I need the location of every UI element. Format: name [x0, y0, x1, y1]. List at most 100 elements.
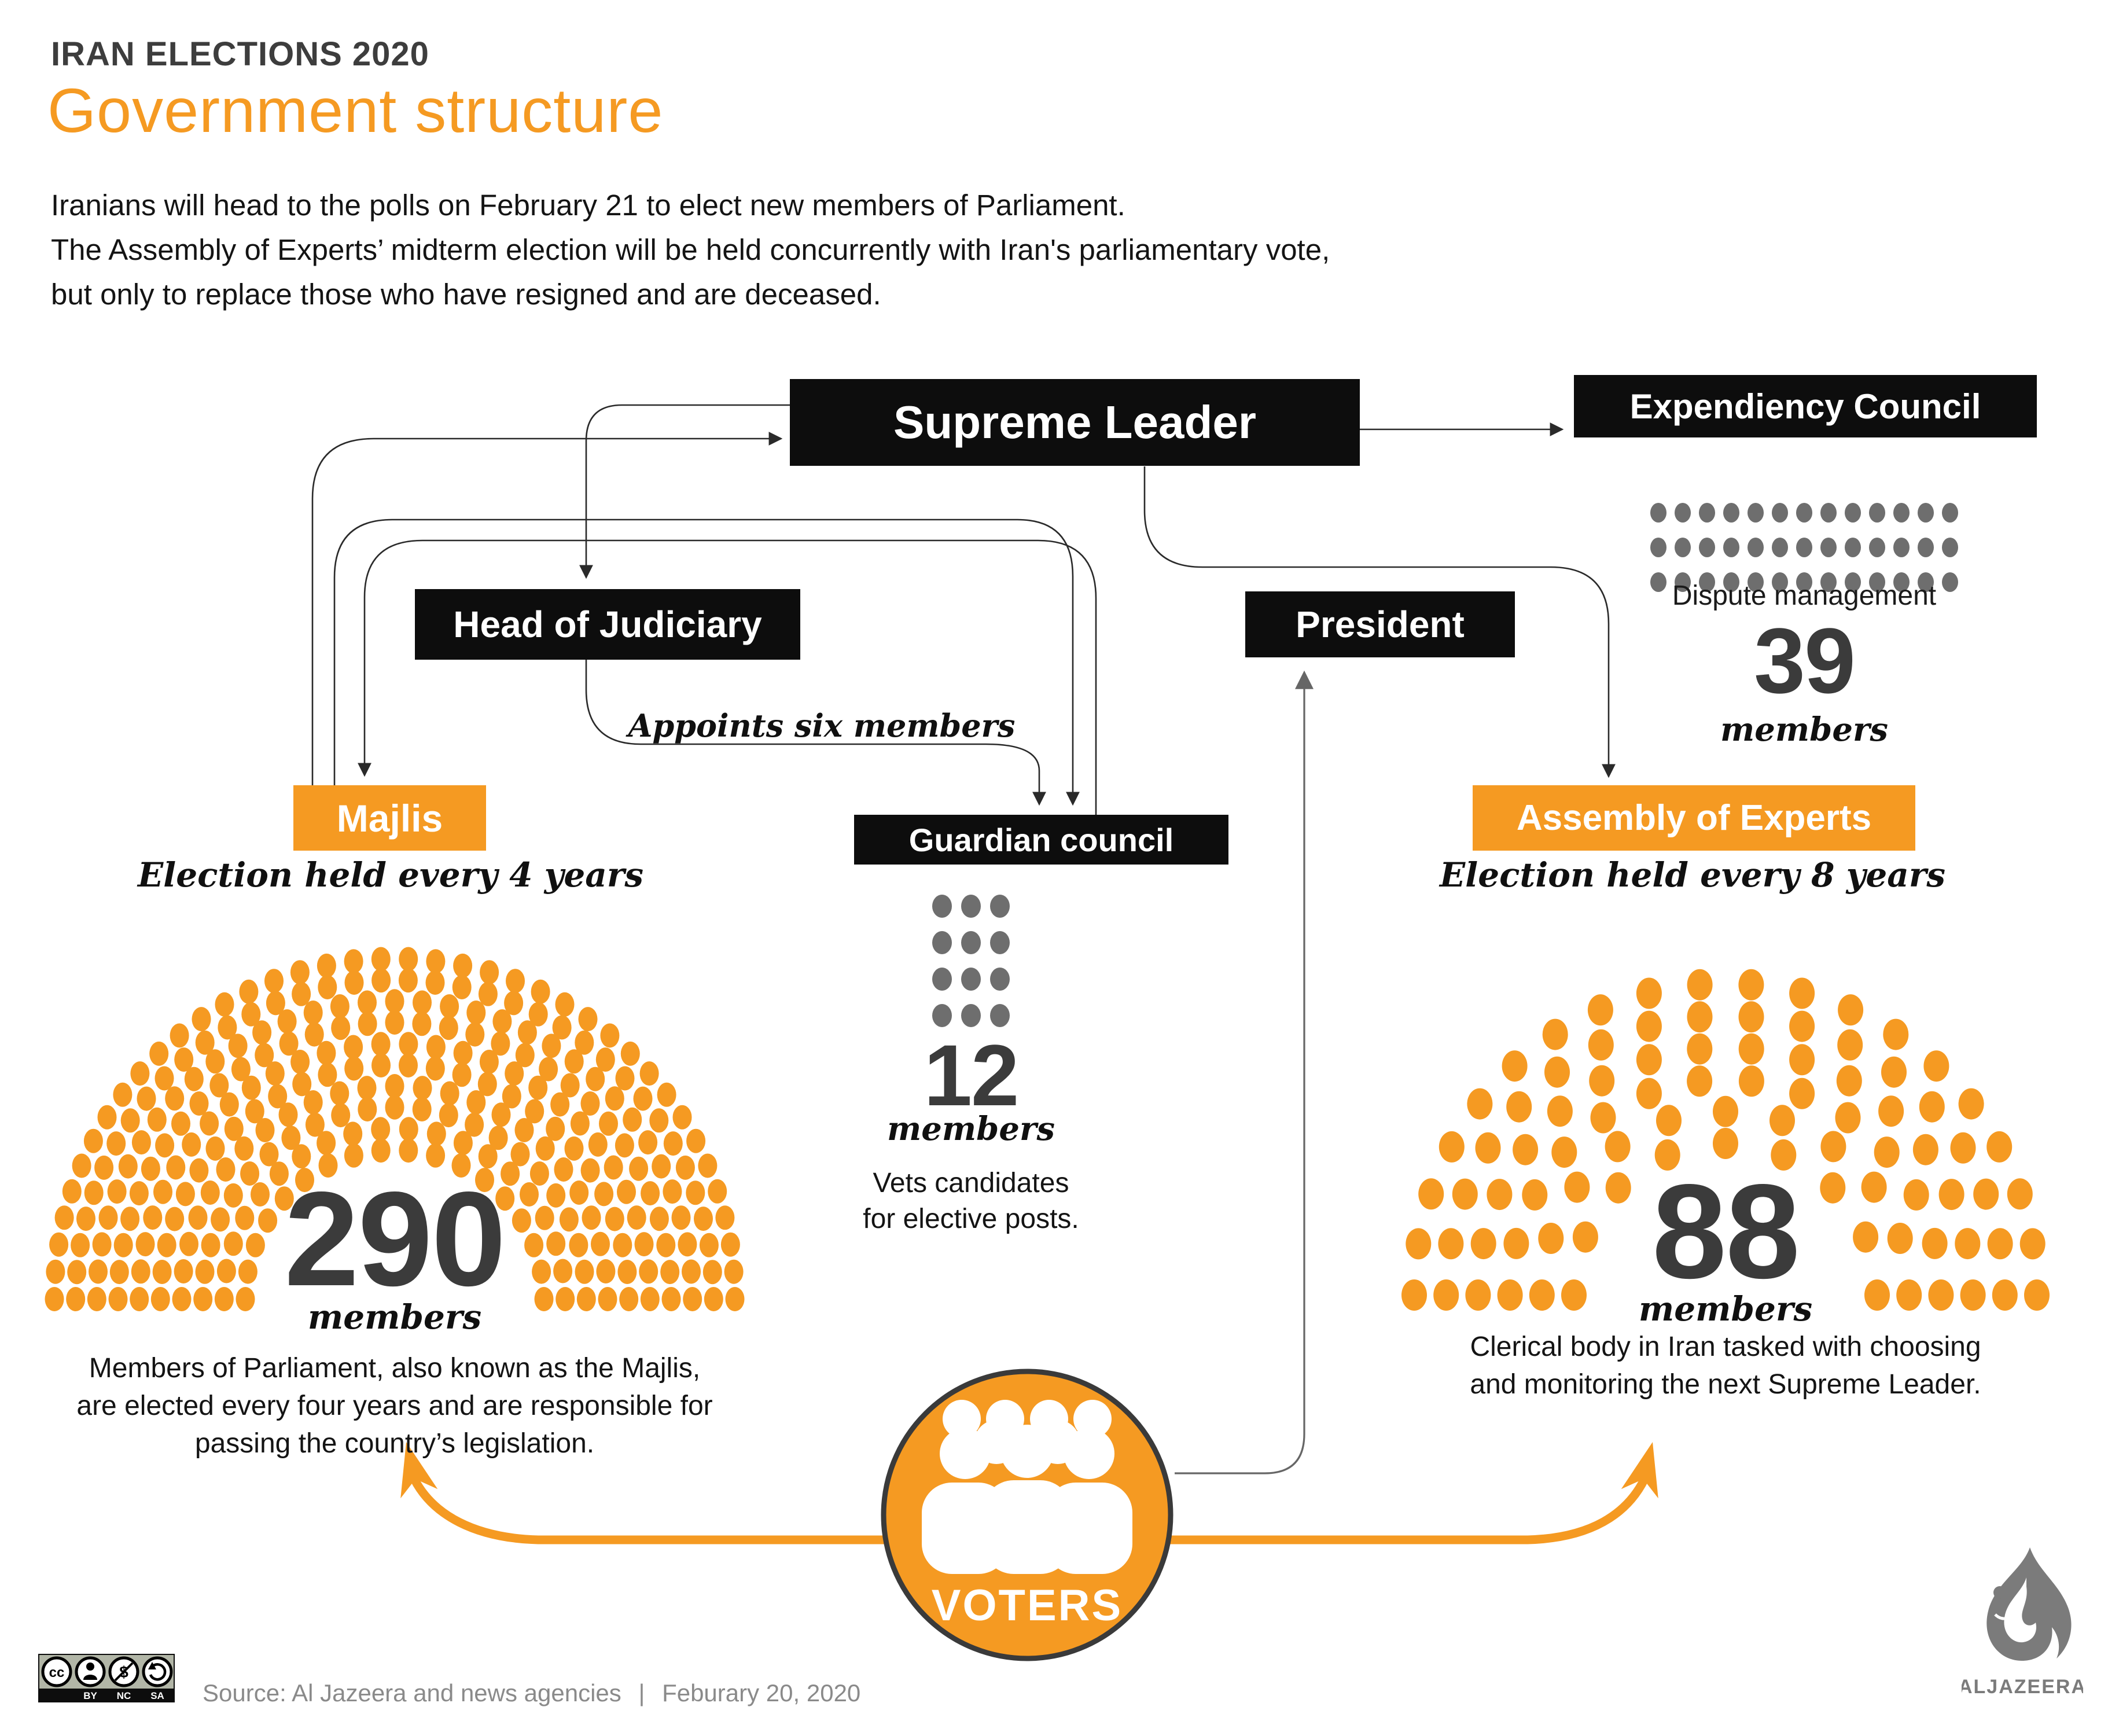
- majlis-seats-dot: [147, 1107, 167, 1132]
- majlis-seats-dot: [663, 1131, 683, 1156]
- majlis-seats-dot: [131, 1130, 151, 1155]
- expediency-seats-dot: [1796, 572, 1812, 592]
- majlis-seats-dot: [555, 1287, 575, 1311]
- expediency-seats-dot: [1699, 572, 1715, 592]
- majlis-seats-dot: [258, 1208, 278, 1233]
- expediency-seats-dot: [1699, 503, 1715, 523]
- majlis-seats-dot: [440, 994, 459, 1019]
- assembly-seats-dot: [1903, 1179, 1929, 1211]
- assembly-seats-dot: [1864, 1279, 1890, 1311]
- majlis-seats-dot: [165, 1207, 185, 1231]
- assembly-count: 88: [1651, 1157, 1800, 1307]
- cc-by-person-icon: [75, 1656, 106, 1687]
- expediency-count: 39: [1754, 609, 1856, 712]
- majlis-seats-dot: [174, 1047, 194, 1072]
- majlis-seats-dot: [166, 1155, 186, 1180]
- expediency-seats-dot: [1893, 503, 1910, 523]
- guardian-seats-dot: [961, 931, 981, 954]
- majlis-seats-dot: [532, 1259, 551, 1284]
- majlis-seats-dot: [98, 1205, 118, 1230]
- majlis-seats-dot: [649, 1108, 669, 1133]
- expediency-seats-dot: [1748, 538, 1764, 557]
- majlis-seats-dot: [399, 1117, 418, 1142]
- assembly-seats-dot: [1687, 1065, 1713, 1097]
- majlis-seats-dot: [238, 1259, 257, 1284]
- majlis-seats-dot: [569, 1180, 589, 1205]
- majlis-seats: [45, 947, 745, 1311]
- majlis-seats-dot: [157, 1233, 176, 1257]
- majlis-seats-dot: [92, 1232, 112, 1257]
- majlis-seats-dot: [358, 1097, 377, 1121]
- assembly-seats-dot: [1470, 1228, 1496, 1260]
- assembly-seats-dot: [1789, 1044, 1815, 1076]
- assembly-election-note: Election held every 8 years: [1439, 855, 1946, 895]
- majlis-seats-dot: [84, 1180, 104, 1205]
- majlis-seats-dot: [686, 1128, 706, 1153]
- majlis-seats-dot: [129, 1181, 149, 1206]
- edge-guardian-council-to-majlis: [358, 539, 1097, 815]
- expediency-seats-dot: [1918, 503, 1934, 523]
- majlis-seats-dot: [426, 949, 446, 974]
- expediency-seats-dot: [1796, 538, 1812, 557]
- assembly-seats-dot: [1835, 1102, 1861, 1134]
- majlis-seats-dot: [399, 1032, 418, 1057]
- majlis-seats-dot: [504, 991, 524, 1016]
- majlis-seats-dot: [165, 1086, 185, 1111]
- assembly-seats-dot: [1605, 1131, 1631, 1163]
- majlis-seats-dot: [189, 1158, 209, 1183]
- majlis-seats-dot: [627, 1205, 646, 1230]
- majlis-seats-dot: [205, 1049, 225, 1074]
- majlis-seats-dot: [528, 1075, 548, 1100]
- majlis-seats-dot: [724, 1259, 744, 1284]
- majlis-seats-dot: [268, 1084, 288, 1109]
- majlis-seats-dot: [317, 1040, 336, 1065]
- assembly-seats-dot: [1656, 1105, 1682, 1137]
- majlis-seats-dot: [216, 1259, 236, 1283]
- majlis-seats-dot: [113, 1082, 133, 1107]
- assembly-seats-dot: [1406, 1228, 1432, 1260]
- majlis-seats-dot: [725, 1287, 745, 1311]
- majlis-seats-dot: [495, 1186, 515, 1211]
- majlis-seats-dot: [535, 1136, 555, 1161]
- assembly-seats-dot: [1789, 1077, 1815, 1109]
- assembly-seats-dot: [1636, 1010, 1662, 1042]
- majlis-seats-dot: [704, 1287, 723, 1311]
- assembly-seats-dot: [1433, 1279, 1459, 1311]
- majlis-seats-dot: [76, 1207, 95, 1231]
- majlis-seats-dot: [531, 979, 550, 1004]
- expediency-seats-dot: [1893, 572, 1910, 592]
- majlis-count: 290: [284, 1164, 506, 1314]
- majlis-seats-dot: [399, 947, 418, 972]
- assembly-seats-dot: [1883, 1018, 1909, 1050]
- source-date: Feburary 20, 2020: [662, 1679, 861, 1706]
- majlis-seats-dot: [279, 1031, 299, 1056]
- assembly-seats-dot: [1938, 1179, 1964, 1211]
- majlis-seats-dot: [94, 1155, 114, 1180]
- assembly-seats-dot: [2024, 1279, 2050, 1311]
- majlis-seats-dot: [120, 1207, 140, 1231]
- majlis-seats-dot: [546, 1231, 566, 1256]
- edge-label-appoints-six-members: Appoints six members: [628, 707, 1016, 744]
- majlis-seats-dot: [255, 1118, 275, 1142]
- majlis-seats-dot: [671, 1205, 691, 1230]
- majlis-seats-dot: [201, 1233, 220, 1257]
- assembly-seats-dot: [1738, 1033, 1764, 1065]
- guardian-seats-dot: [961, 895, 981, 918]
- assembly-count-unit: members: [1638, 1289, 1813, 1329]
- majlis-seats-dot: [453, 1131, 473, 1156]
- majlis-seats-dot: [613, 1233, 632, 1257]
- majlis-seats-dot: [295, 1168, 314, 1193]
- majlis-seats-dot: [539, 1057, 558, 1082]
- assembly-seats-dot: [1605, 1172, 1631, 1204]
- majlis-count-unit: members: [307, 1297, 482, 1337]
- majlis-seats-dot: [240, 1161, 260, 1186]
- majlis-seats-dot: [399, 1053, 418, 1077]
- assembly-seats-dot: [1654, 1139, 1680, 1171]
- guardian-seats: [932, 895, 1010, 1027]
- majlis-seats-dot: [639, 1061, 659, 1086]
- majlis-seats-dot: [344, 1035, 363, 1060]
- assembly-seats-dot: [1439, 1131, 1465, 1163]
- source-separator: |: [638, 1679, 645, 1706]
- majlis-seats-dot: [675, 1155, 695, 1180]
